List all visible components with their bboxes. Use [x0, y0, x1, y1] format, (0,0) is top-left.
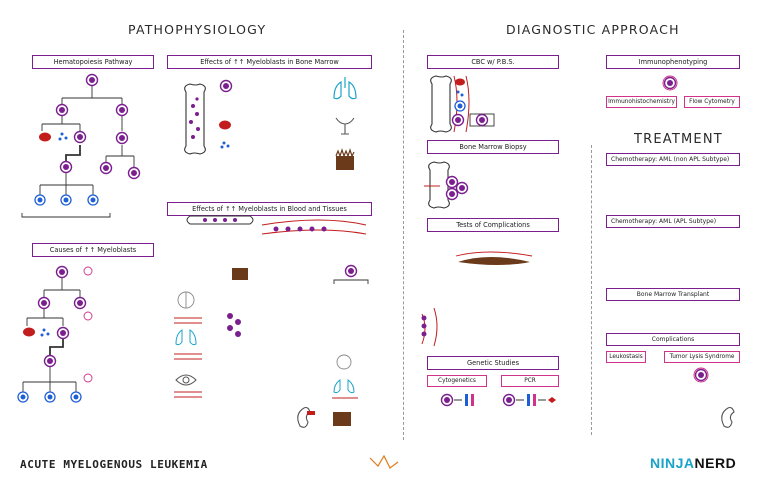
- cytogenetics-box: Cytogenetics: [427, 375, 487, 387]
- bm-biopsy-box: Bone Marrow Biopsy: [427, 140, 559, 154]
- effects-blood-box: Effects of ↑↑ Myeloblasts in Blood and T…: [167, 202, 372, 216]
- pcr-box: PCR: [501, 375, 559, 387]
- causes-box: Causes of ↑↑ Myeloblasts: [32, 243, 154, 257]
- genetic-studies-box: Genetic Studies: [427, 356, 559, 370]
- divider-main: [403, 30, 404, 440]
- bmt-box: Bone Marrow Transplant: [606, 288, 740, 301]
- footer-title: ACUTE MYELOGENOUS LEUKEMIA: [20, 458, 208, 471]
- flow-cytometry-box: Flow Cytometry: [684, 96, 740, 108]
- skin-block-icon: [335, 148, 355, 170]
- ninja-nerd-logo: NINJANERD: [650, 455, 736, 471]
- lungs-small-icon: [175, 329, 197, 346]
- immunohistochemistry-box: Immunohistochemistry: [606, 96, 677, 108]
- eye-icon: [175, 374, 197, 386]
- leukostasis-box: Leukostasis: [606, 351, 646, 363]
- chemo-apl-box: Chemotherapy: AML (APL Subtype): [606, 215, 740, 228]
- bone-horizontal-icon: [186, 215, 254, 225]
- complications-box: Complications: [606, 333, 740, 346]
- tests-complications-box: Tests of Complications: [427, 218, 559, 232]
- causes-tree: [22, 278, 81, 392]
- logo-ninja-text: NINJA: [650, 455, 695, 471]
- uterus-icon: [335, 117, 355, 135]
- hematopoiesis-box: Hematopoiesis Pathway: [32, 55, 154, 69]
- cbc-box: CBC w/ P.B.S.: [427, 55, 559, 69]
- effects-bone-marrow-box: Effects of ↑↑ Myeloblasts in Bone Marrow: [167, 55, 372, 69]
- section-title-pathophysiology: PATHOPHYSIOLOGY: [128, 22, 267, 37]
- brain-icon: [177, 291, 195, 309]
- section-title-treatment: TREATMENT: [634, 132, 723, 147]
- blood-vessel-icon: [261, 219, 367, 235]
- chemo-non-apl-box: Chemotherapy: AML (non APL Subtype): [606, 153, 740, 166]
- lungs-icon: [333, 77, 357, 100]
- kidney-icon: [297, 406, 311, 428]
- hematopoiesis-tree: [21, 86, 135, 218]
- logo-nerd-text: NERD: [694, 455, 737, 471]
- bone-illustration: [184, 83, 206, 155]
- immunophenotyping-box: Immunophenotyping: [606, 55, 740, 69]
- divider-treatment: [591, 145, 592, 435]
- footer-doodle: [369, 454, 399, 469]
- section-title-diagnostic: DIAGNOSTIC APPROACH: [506, 22, 680, 37]
- tls-box: Tumor Lysis Syndrome: [664, 351, 740, 363]
